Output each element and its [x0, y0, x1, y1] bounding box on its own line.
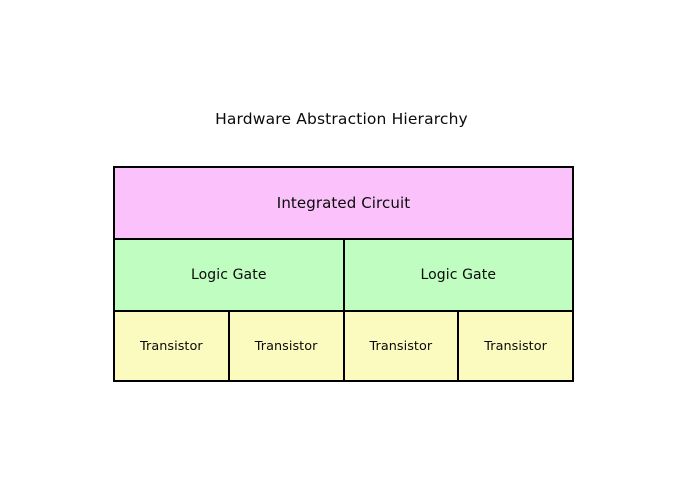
block-label: Transistor: [484, 338, 547, 354]
block-logic-gate-1: Logic Gate: [115, 240, 343, 310]
block-transistor-4: Transistor: [457, 312, 572, 380]
block-integrated-circuit: Integrated Circuit: [115, 168, 572, 238]
block-transistor-3: Transistor: [342, 312, 458, 380]
tier-logic-gate: Logic Gate Logic Gate: [115, 238, 572, 310]
block-label: Logic Gate: [420, 267, 497, 283]
block-label: Integrated Circuit: [276, 194, 411, 212]
block-label: Logic Gate: [190, 267, 267, 283]
block-label: Transistor: [369, 338, 433, 354]
block-label: Transistor: [140, 338, 203, 354]
block-label: Transistor: [254, 338, 318, 354]
block-transistor-1: Transistor: [115, 312, 228, 380]
hierarchy-diagram: Integrated Circuit Logic Gate Logic Gate…: [113, 166, 574, 382]
block-transistor-2: Transistor: [227, 312, 343, 380]
block-logic-gate-2: Logic Gate: [342, 240, 572, 310]
tier-integrated-circuit: Integrated Circuit: [115, 168, 572, 238]
page-title: Hardware Abstraction Hierarchy: [215, 110, 468, 128]
tier-transistor: Transistor Transistor Transistor Transis…: [115, 310, 572, 380]
